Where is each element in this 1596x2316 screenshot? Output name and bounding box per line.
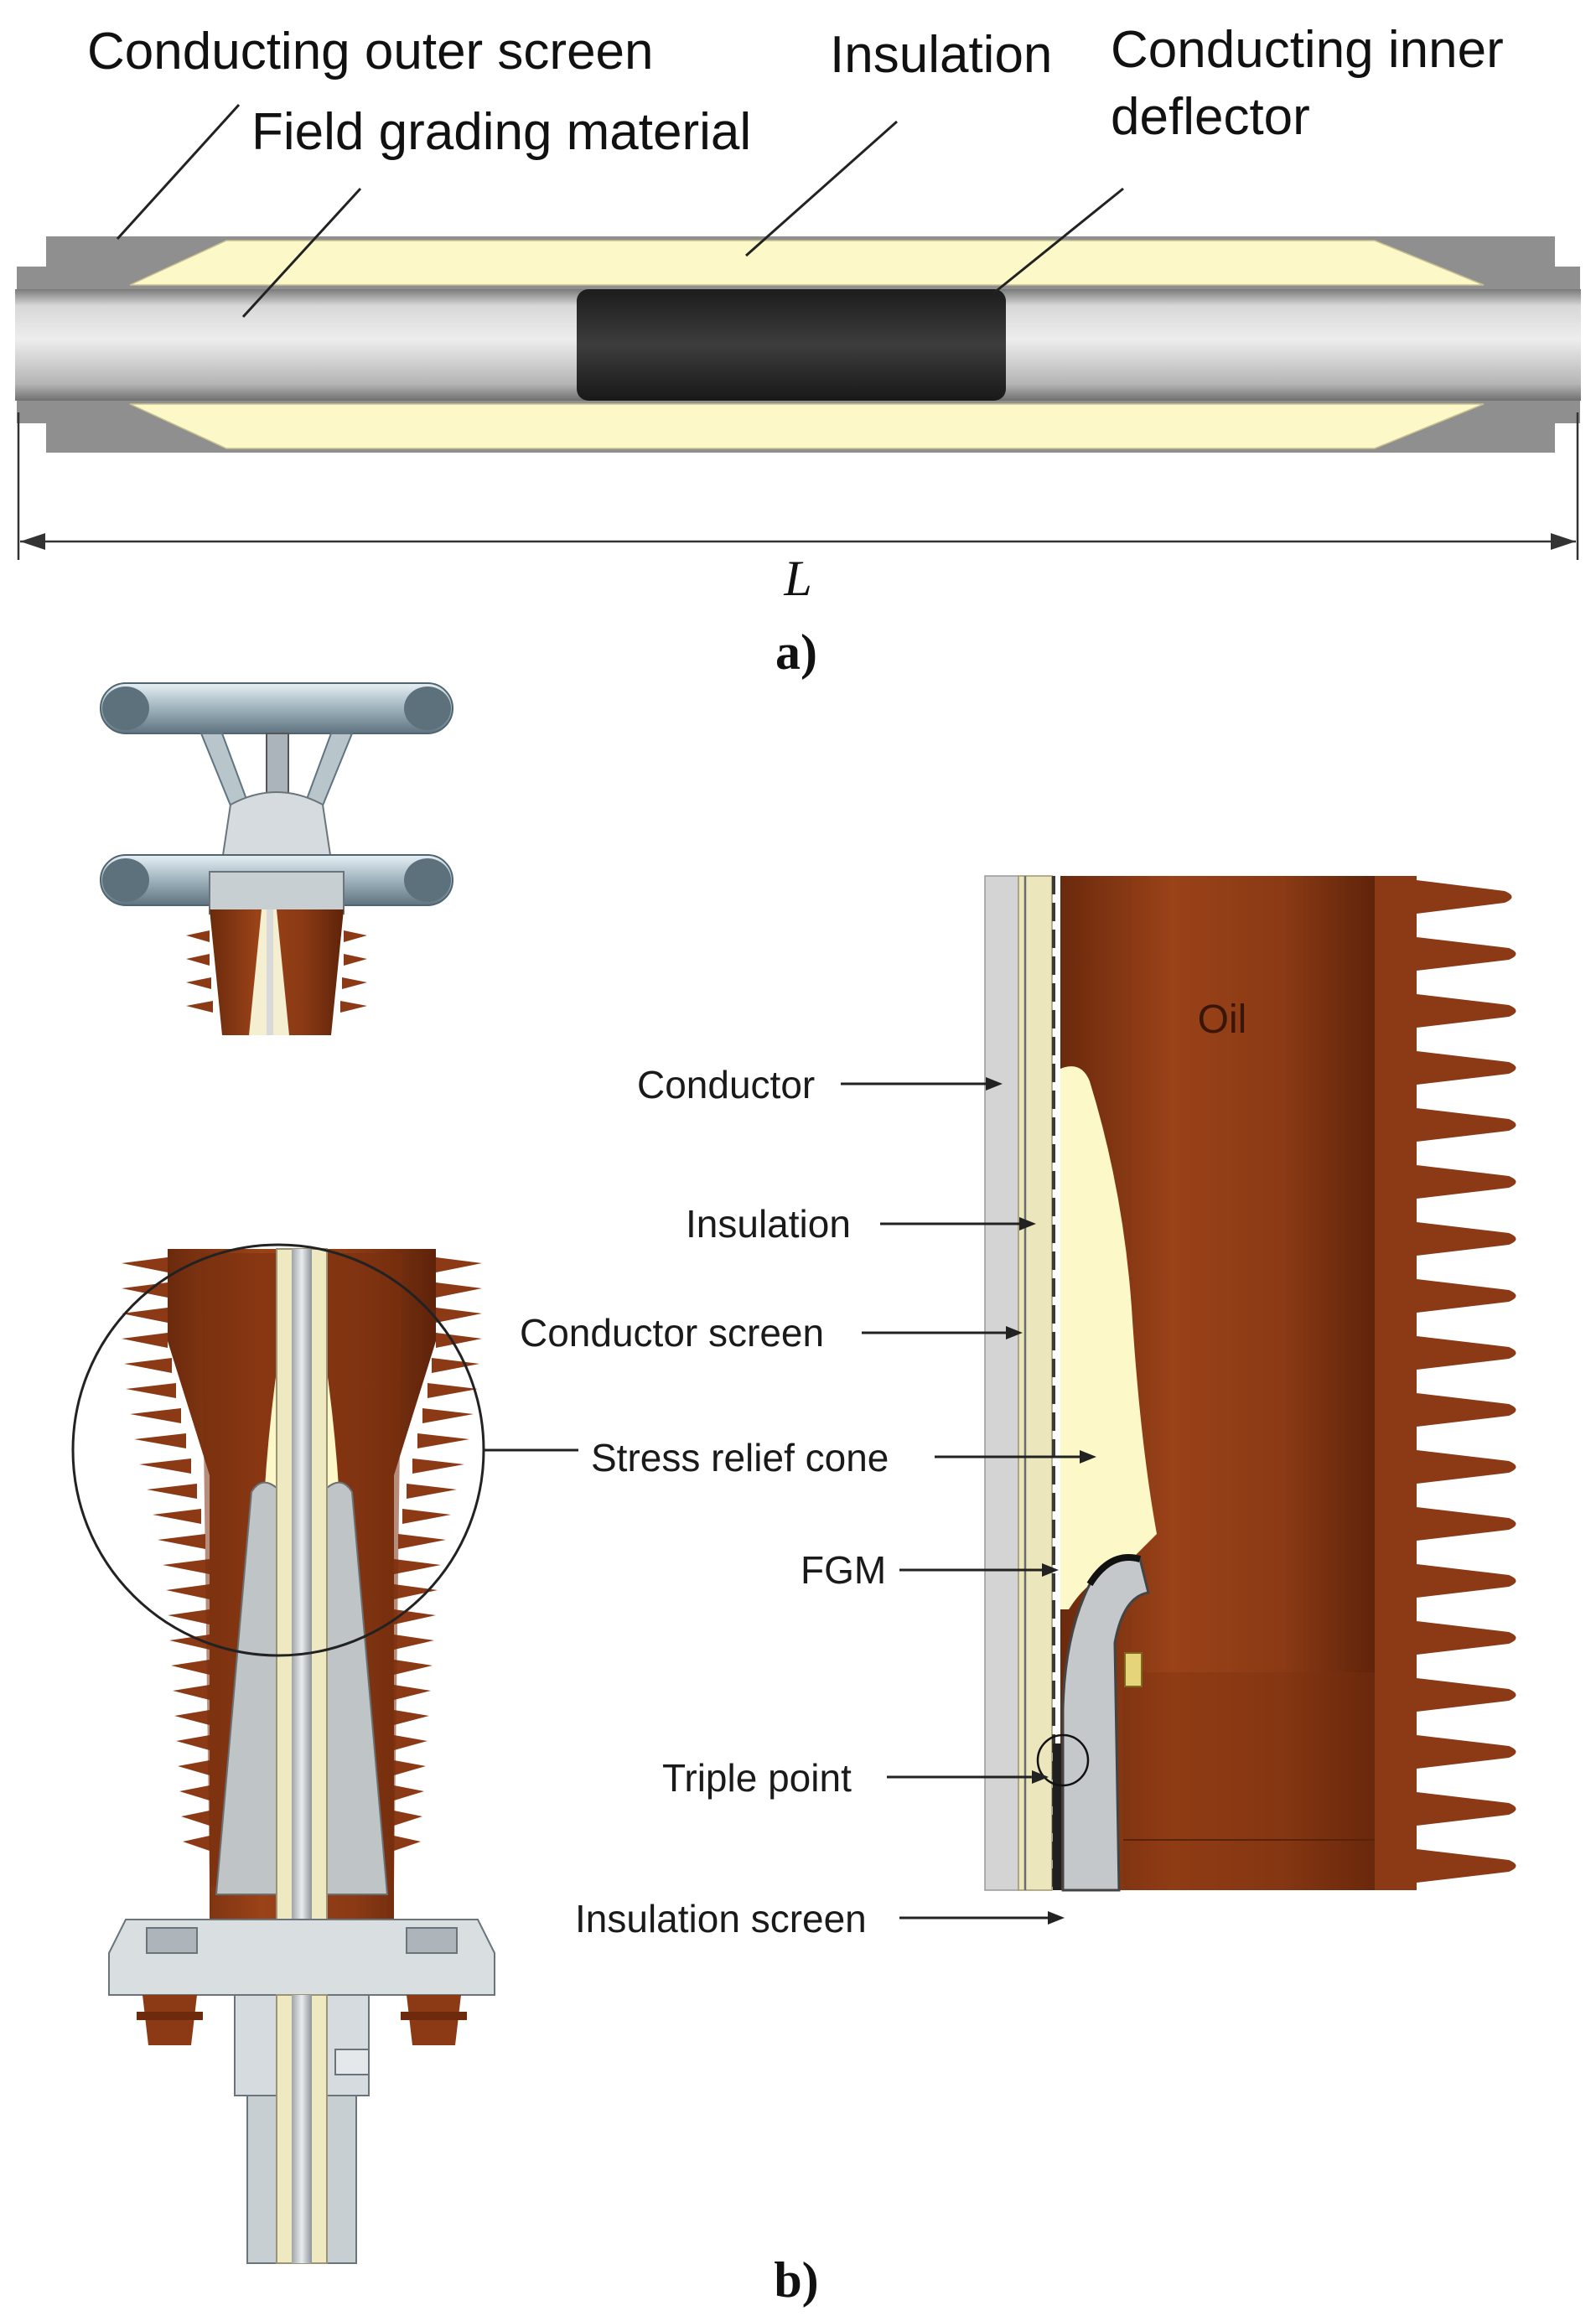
triple-point-circle [1036, 1733, 1090, 1787]
sheds-right [394, 1257, 482, 1851]
corona-ring-assembly [100, 682, 453, 1035]
label-conductor: Conductor [637, 1063, 815, 1106]
panel-a: L Conducting outer screen Field grading … [15, 21, 1581, 680]
dimension-l: L [783, 551, 811, 606]
label-fgm: Field grading material [251, 103, 751, 161]
label-oil: Oil [1198, 997, 1247, 1042]
sheds-left [122, 1257, 210, 1851]
label-insulation-screen: Insulation screen [575, 1897, 867, 1940]
label-conductor-screen: Conductor screen [520, 1311, 824, 1355]
termination-body [71, 1243, 578, 2264]
label-triple-point: Triple point [662, 1756, 852, 1800]
label-fgm-b: FGM [801, 1548, 886, 1592]
label-insulation-a: Insulation [830, 26, 1052, 84]
label-stress-relief-cone: Stress relief cone [591, 1436, 889, 1479]
caption-a: a) [775, 624, 817, 680]
insulation-bottom [129, 403, 1485, 449]
label-inner-deflector-1: Conducting inner [1111, 21, 1504, 79]
inner-deflector [577, 289, 1006, 401]
panel-b-detail: Oil Conductor Insulation Conductor scree… [520, 875, 1516, 1940]
detail-leaders [841, 1077, 1096, 1925]
insulation-top [129, 240, 1485, 286]
label-insulation-b: Insulation [686, 1202, 851, 1246]
stress-relief-cone [1060, 1066, 1157, 1609]
detail-sheds [1417, 880, 1516, 1883]
label-outer-screen: Conducting outer screen [87, 23, 654, 80]
panel-b-termination [71, 682, 578, 2264]
caption-b: b) [774, 2252, 818, 2308]
label-inner-deflector-2: deflector [1111, 88, 1310, 146]
detail-circle [71, 1243, 485, 1657]
